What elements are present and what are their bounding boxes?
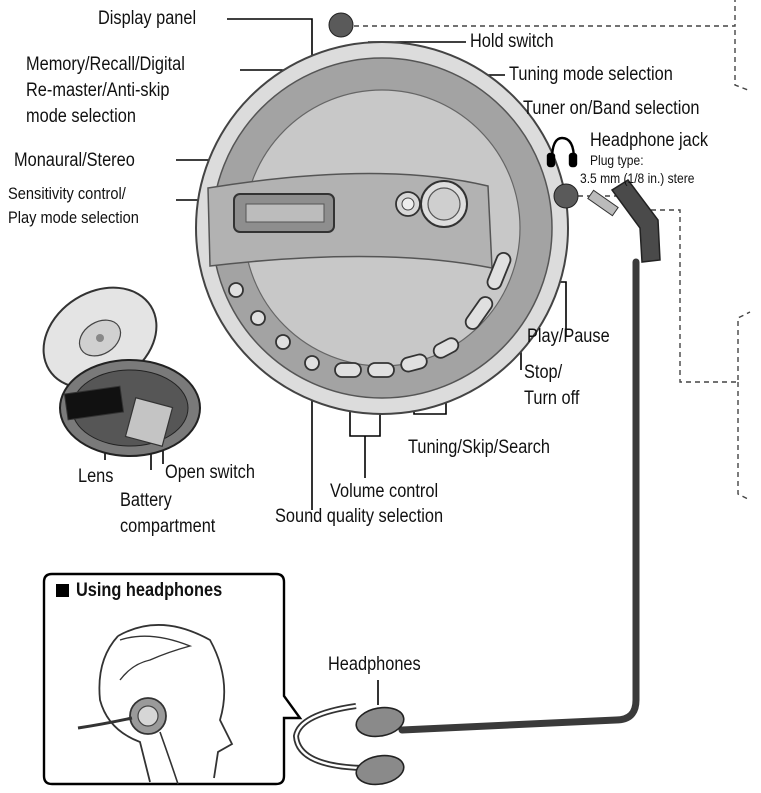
sound-quality-button (305, 356, 319, 370)
battery-label: Battery compartment (120, 488, 215, 540)
play-pause-label: Play/Pause (527, 326, 610, 348)
square-bullet-icon (56, 584, 69, 597)
lens-label: Lens (78, 466, 113, 488)
mono-stereo-button (251, 311, 265, 325)
using-headphones-box (44, 574, 300, 784)
volume-up-button (368, 363, 394, 377)
headphone-jack-marker (554, 184, 578, 208)
headphone-jack-label: Headphone jack (590, 130, 708, 152)
tuning-mode-label: Tuning mode selection (509, 64, 673, 86)
stop-label: Stop/ Turn off (524, 360, 579, 412)
memory-recall-label: Memory/Recall/Digital Re-master/Anti-ski… (26, 52, 185, 130)
memory-button (276, 335, 290, 349)
headphone-plug (588, 180, 660, 262)
tuning-skip-label: Tuning/Skip/Search (408, 437, 550, 459)
cd-player (196, 42, 568, 414)
volume-down-button (335, 363, 361, 377)
hold-switch-label: Hold switch (470, 31, 554, 53)
sound-quality-label: Sound quality selection (275, 506, 443, 528)
sensitivity-label: Sensitivity control/ Play mode selection (8, 182, 139, 230)
headphones-drawing (296, 704, 406, 788)
open-cd-player (25, 267, 200, 456)
monaural-stereo-label: Monaural/Stereo (14, 150, 135, 172)
tuner-on-label: Tuner on/Band selection (523, 98, 700, 120)
hold-switch-marker (329, 13, 353, 37)
headphone-icon (548, 138, 576, 166)
open-switch-label: Open switch (165, 462, 255, 484)
plug-type-value: 3.5 mm (1/8 in.) stere (580, 170, 694, 186)
plug-type-label: Plug type: (590, 152, 644, 168)
using-headphones-title: Using headphones (76, 580, 222, 602)
headphones-label: Headphones (328, 654, 421, 676)
volume-control-label: Volume control (330, 481, 438, 503)
display-panel-label: Display panel (98, 8, 196, 30)
sensitivity-button (229, 283, 243, 297)
